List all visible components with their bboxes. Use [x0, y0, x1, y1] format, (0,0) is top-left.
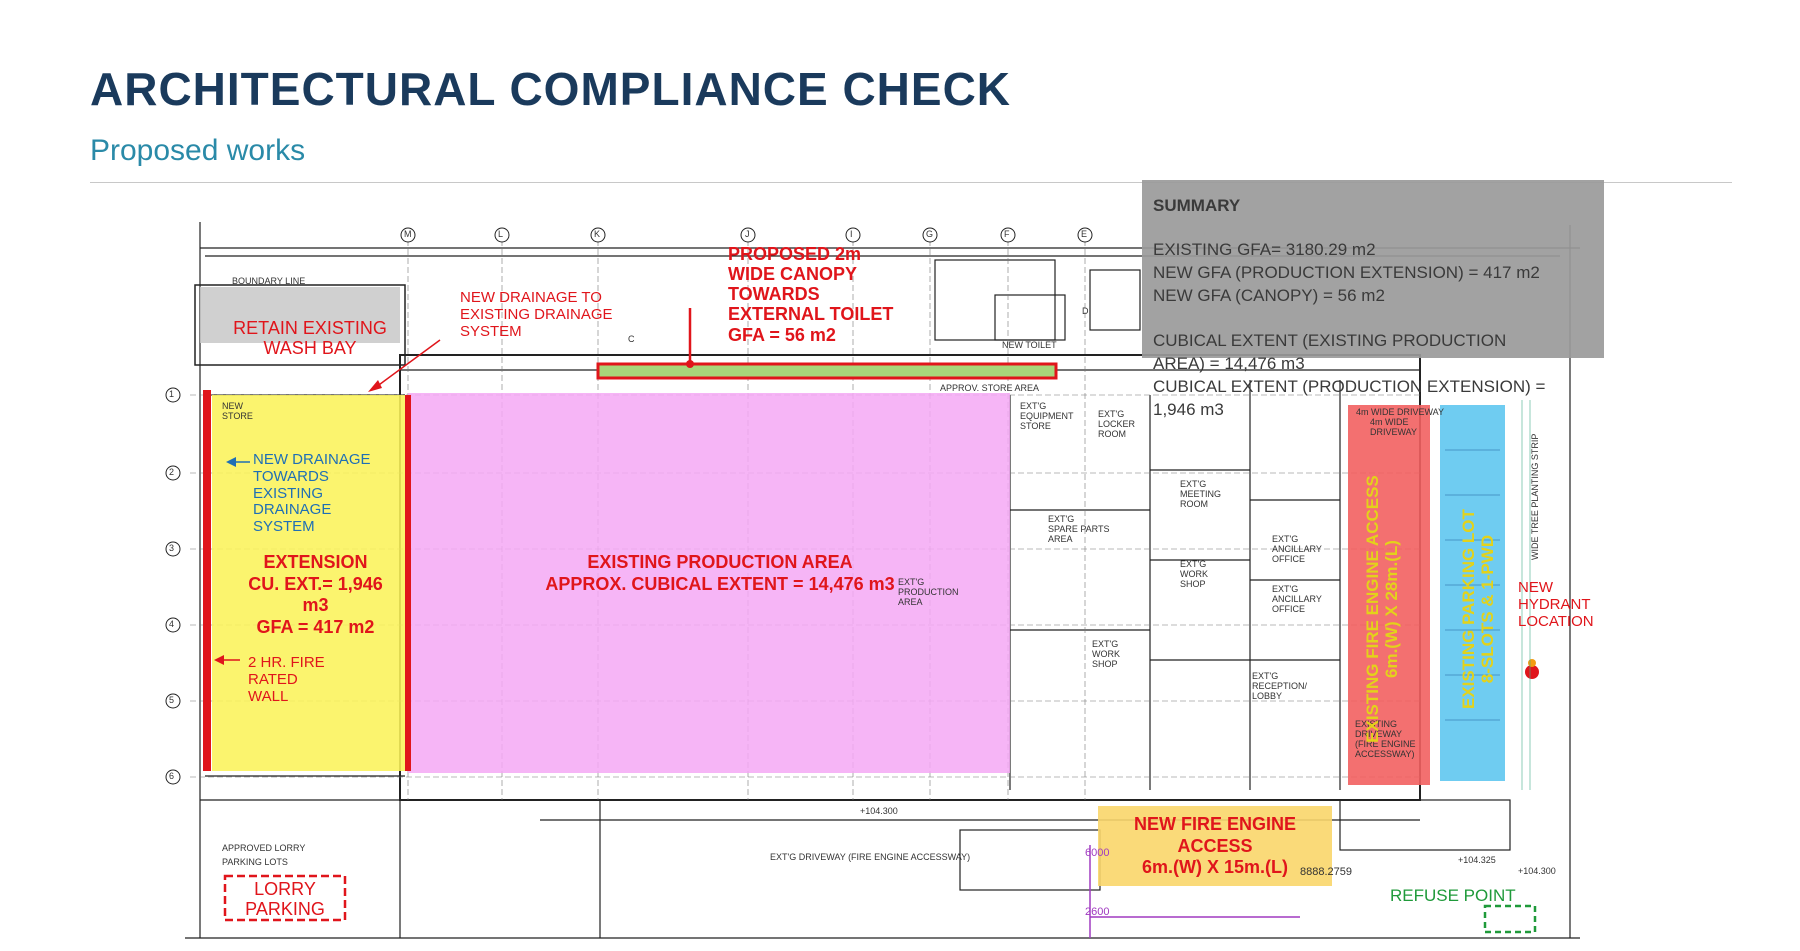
- level-label: +104.300: [860, 806, 898, 816]
- grid-col-label: D: [1082, 306, 1089, 316]
- production-zone: [408, 393, 1010, 773]
- canopy-zone: [596, 362, 1058, 380]
- grid-col-label: J: [745, 229, 750, 239]
- summary-new-gfa-canopy: NEW GFA (CANOPY) = 56 m2: [1153, 286, 1385, 305]
- refuse-point-box: [1483, 904, 1537, 934]
- planting-strip-label: WIDE TREE PLANTING STRIP: [1530, 433, 1540, 560]
- summary-existing-gfa: EXISTING GFA= 3180.29 m2: [1153, 240, 1376, 259]
- coordinate-label: 8888.2759: [1300, 866, 1352, 878]
- grid-row-label: 6: [169, 771, 175, 781]
- level-label: +104.325: [1458, 855, 1496, 865]
- grid-row-label: 1: [169, 389, 175, 399]
- planting-strip: [1521, 400, 1531, 790]
- grid-row-label: 5: [169, 695, 175, 705]
- extension-zone: [212, 395, 408, 771]
- fire-rated-wall-right: [405, 395, 411, 771]
- summary-cubical-line: CUBICAL EXTENT (EXISTING PRODUCTION: [1153, 331, 1507, 350]
- grid-col-label: F: [1004, 229, 1010, 239]
- approved-store-label: APPROV. STORE AREA: [940, 383, 1040, 393]
- summary-cubical-line: CUBICAL EXTENT (PRODUCTION EXTENSION) =: [1153, 377, 1546, 396]
- summary-cubical-line: 1,946 m3: [1153, 400, 1224, 419]
- grid-row-label: 2: [169, 467, 175, 477]
- summary-cubical-line: AREA) = 14,476 m3: [1153, 354, 1305, 373]
- boundary-line-label: BOUNDARY LINE: [232, 276, 306, 286]
- parking-stripes: [1445, 449, 1500, 721]
- summary-new-gfa-production: NEW GFA (PRODUCTION EXTENSION) = 417 m2: [1153, 263, 1540, 282]
- grid-row-label: 4: [169, 619, 175, 629]
- grid-row-label: 3: [169, 543, 175, 553]
- bottom-driveway-label: EXT'G DRIVEWAY (FIRE ENGINE ACCESSWAY): [770, 852, 971, 862]
- grid-col-label: C: [628, 334, 635, 344]
- grid-col-label: L: [498, 229, 504, 239]
- existing-fire-access-zone: [1348, 405, 1430, 785]
- grid-col-label: K: [594, 229, 601, 239]
- wash-bay-zone: [200, 287, 400, 343]
- new-fire-access-zone: [1098, 806, 1332, 886]
- summary-box: [1142, 180, 1604, 358]
- grid-col-label: G: [926, 229, 934, 239]
- new-toilet-label: NEW TOILET: [1002, 340, 1057, 350]
- refuse-point-annotation: REFUSE POINT: [1390, 886, 1516, 905]
- grid-col-bubbles: [400, 227, 1093, 243]
- grid-row-bubbles: [165, 387, 181, 785]
- page-subtitle: Proposed works: [90, 134, 306, 167]
- grid-col-label: M: [404, 229, 412, 239]
- page-title: ARCHITECTURAL COMPLIANCE CHECK: [90, 63, 1012, 115]
- header-divider: [90, 182, 1732, 183]
- fire-rated-wall-left: [203, 390, 211, 771]
- dimension-label: 2600: [1085, 906, 1110, 918]
- grid-col-label: I: [850, 229, 853, 239]
- dimension-label: 6000: [1085, 847, 1110, 859]
- grid-col-label: E: [1081, 229, 1088, 239]
- level-label: +104.300: [1518, 866, 1556, 876]
- lorry-parking-box: [223, 874, 347, 922]
- parking-lot-zone: [1440, 405, 1505, 781]
- summary-heading: SUMMARY: [1153, 196, 1241, 215]
